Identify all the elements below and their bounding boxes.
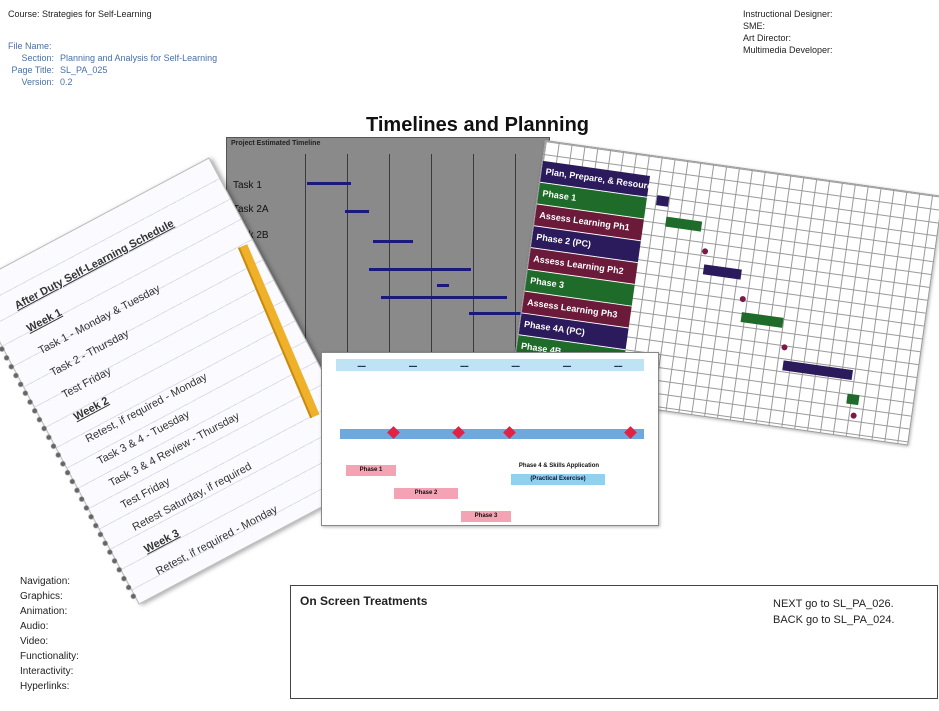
gantt-bar [665, 216, 703, 232]
phase-box-2: Phase 2 [394, 488, 458, 499]
functionality-label: Functionality: [20, 651, 79, 662]
role-sme: SME: [743, 21, 766, 31]
file-name-label: File Name: [8, 41, 52, 51]
date-cell: ▬▬ [408, 362, 417, 368]
date-cell: ▬▬ [460, 362, 469, 368]
meta-value: Planning and Analysis for Self-Learning [60, 53, 218, 63]
milestone-dot [850, 412, 858, 420]
date-cell: ▬▬ [562, 362, 571, 368]
date-cell: ▬▬ [614, 362, 623, 368]
navigation-notes: NEXT go to SL_PA_026. BACK go to SL_PA_0… [773, 596, 895, 628]
week-heading: Week 2 [71, 394, 111, 424]
animation-label: Animation: [20, 606, 68, 617]
next-link[interactable]: NEXT go to SL_PA_026. [773, 598, 894, 610]
gantt-bar [345, 210, 369, 213]
gantt-dark-header: Project Estimated Timeline [231, 140, 321, 147]
role-art-director: Art Director: [743, 33, 792, 43]
role-instructional-designer: Instructional Designer: [743, 9, 833, 19]
role-multimedia-developer: Multimedia Developer: [743, 45, 833, 55]
gantt-bar [369, 268, 471, 271]
roles-list: Instructional Designer: SME: Art Directo… [743, 8, 833, 56]
timeline-axis [340, 429, 644, 439]
grid-line [473, 154, 474, 378]
timeline-date-strip: ▬▬ ▬▬ ▬▬ ▬▬ ▬▬ ▬▬ [336, 359, 644, 371]
back-link[interactable]: BACK go to SL_PA_024. [773, 614, 895, 626]
gantt-bar [656, 195, 670, 207]
meta-row-page-title: Page Title: SL_PA_025 [0, 64, 217, 76]
grid-line [515, 154, 516, 378]
gantt-bar [469, 312, 539, 315]
milestone-dot [781, 343, 788, 351]
gantt-bar [307, 182, 351, 185]
interactivity-label: Interactivity: [20, 666, 74, 677]
gantt-label: Task 1 [233, 180, 262, 191]
gantt-bar [702, 264, 742, 280]
meta-value: SL_PA_025 [60, 65, 108, 75]
gantt-bar [437, 284, 449, 287]
meta-key: Section: [21, 53, 54, 63]
milestone-dot [739, 295, 747, 303]
gantt-bar [846, 393, 860, 406]
application-sub: (Practical Exercise) [511, 474, 605, 485]
phase-box-3: Phase 3 [461, 511, 511, 522]
milestone-dot [701, 247, 709, 255]
application-title: Phase 4 & Skills Application [518, 463, 600, 469]
meta-rows: Section: Planning and Analysis for Self-L… [0, 52, 217, 88]
course-label: Course: Strategies for Self-Learning [8, 9, 152, 19]
hyperlinks-label: Hyperlinks: [20, 681, 70, 692]
meta-key: Page Title: [11, 65, 54, 75]
page-title: Timelines and Planning [366, 114, 590, 136]
video-label: Video: [20, 636, 49, 647]
week-heading: Week 3 [142, 527, 182, 556]
storyboard-labels: Navigation: Graphics: Animation: Audio: … [20, 574, 79, 694]
meta-row-section: Section: Planning and Analysis for Self-L… [0, 52, 217, 64]
grid-line [347, 154, 348, 378]
treatments-title: On Screen Treatments [300, 594, 428, 608]
gantt-bar [373, 240, 413, 243]
week-heading: Week 1 [24, 306, 64, 335]
on-screen-treatments-box: On Screen Treatments NEXT go to SL_PA_02… [290, 585, 938, 699]
gantt-bar [381, 296, 507, 299]
graphics-label: Graphics: [20, 591, 63, 602]
audio-label: Audio: [20, 621, 49, 632]
timeline-image: ▬▬ ▬▬ ▬▬ ▬▬ ▬▬ ▬▬ Phase 1 Phase 2 Phase 3 Pha… [321, 352, 659, 526]
grid-line [389, 154, 390, 378]
date-cell: ▬▬ [511, 362, 520, 368]
gantt-bar [740, 312, 784, 328]
meta-row-version: Version: 0.2 [0, 76, 217, 88]
navigation-label: Navigation: [20, 576, 71, 587]
phase-box-1: Phase 1 [346, 465, 396, 476]
grid-line [431, 154, 432, 378]
date-cell: ▬▬ [357, 362, 366, 368]
gantt-bar [782, 360, 853, 381]
gantt-label: Task 2A [233, 204, 269, 215]
meta-value: 0.2 [60, 77, 73, 87]
meta-key: Version: [21, 77, 54, 87]
grid-line [305, 154, 306, 378]
